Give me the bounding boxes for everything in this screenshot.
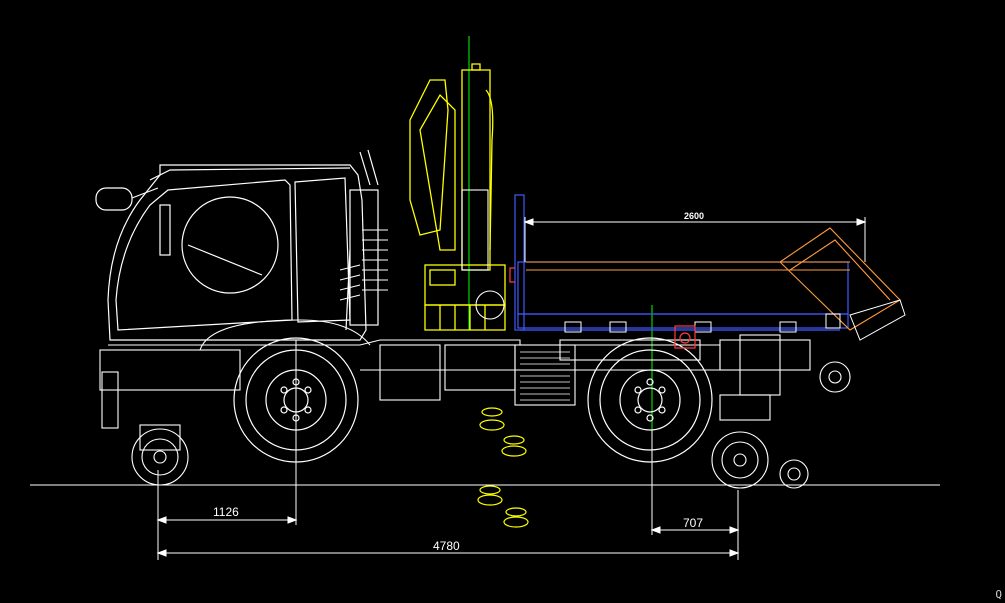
dim-label-overall: 4780 — [433, 539, 460, 553]
dimension-rear-overhang — [650, 430, 740, 560]
dim-label-front-overhang: 1126 — [213, 505, 239, 519]
cab-vents — [339, 229, 388, 301]
dim-label-rear-overhang: 707 — [683, 516, 703, 530]
chassis — [99, 319, 811, 429]
engine-block — [520, 351, 570, 401]
mirror-icon — [95, 187, 133, 211]
cursor-icon: Q — [995, 588, 1002, 601]
rail-wheel-icon — [131, 361, 851, 489]
hitch-highlight — [509, 267, 696, 349]
rear-wheel — [587, 337, 713, 463]
cab — [95, 149, 379, 341]
crane-cylinder — [461, 189, 505, 320]
dimension-bed — [523, 217, 867, 262]
outrigger-pad-icon — [477, 407, 529, 528]
dim-label-bed: 2600 — [684, 211, 704, 221]
crane-icon — [409, 63, 506, 331]
dimension-overall — [156, 549, 740, 557]
tipped-bed — [526, 227, 901, 331]
bed-hinges — [564, 299, 906, 341]
dimension-front-overhang — [156, 340, 298, 560]
